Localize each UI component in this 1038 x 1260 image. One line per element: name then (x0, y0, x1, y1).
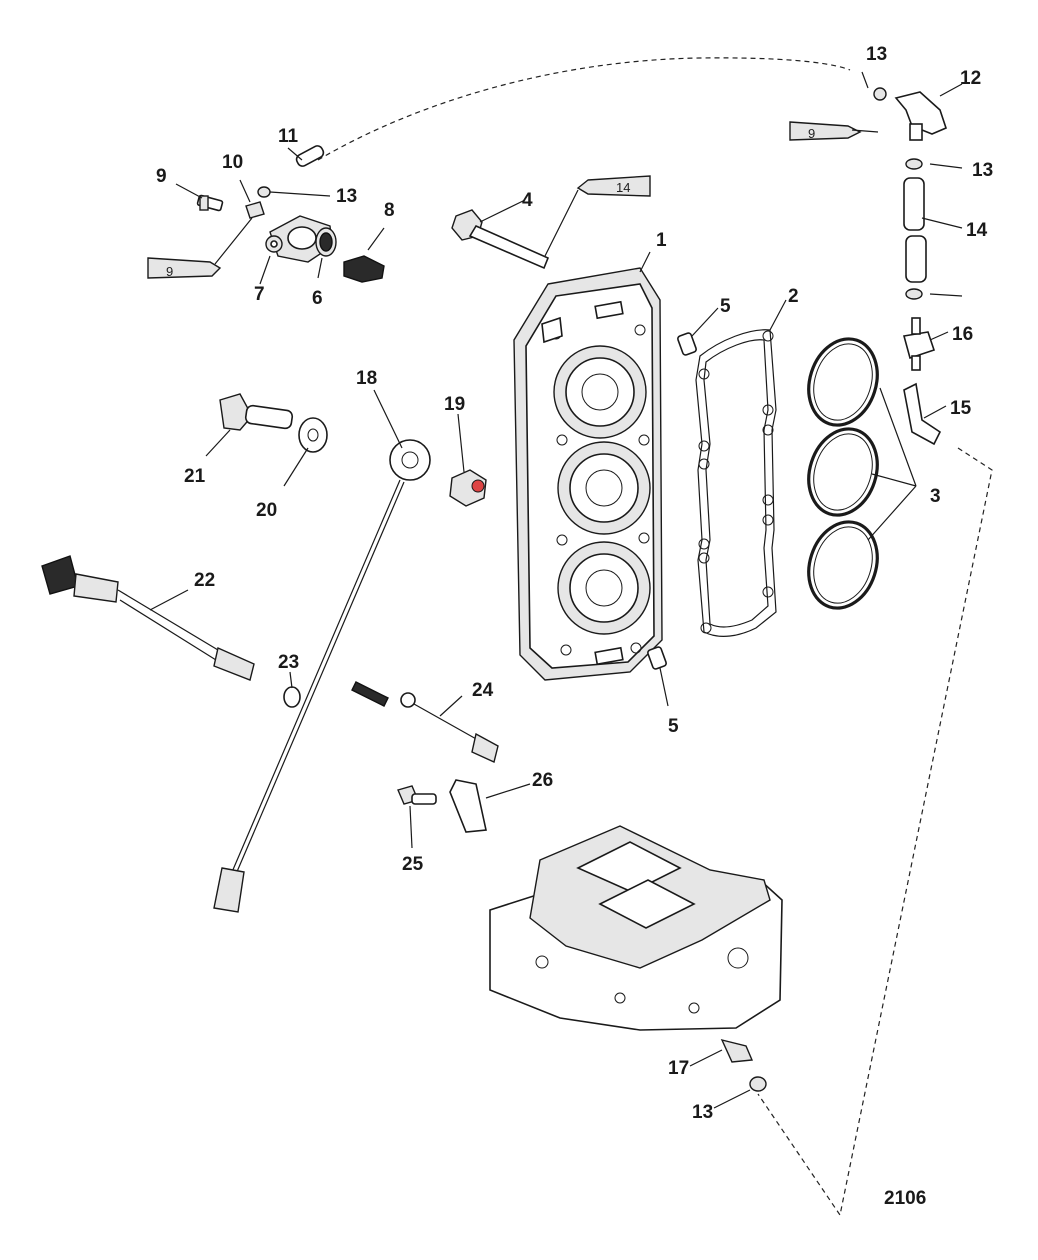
head-gasket (695, 329, 777, 637)
callout-4: 4 (522, 190, 533, 211)
callout-7: 7 (254, 284, 265, 305)
callout-8: 8 (384, 200, 395, 221)
washer-20 (298, 417, 328, 453)
bracket-26 (449, 779, 487, 833)
tube-label-top: 14 (616, 180, 630, 195)
callout-16: 16 (952, 324, 973, 345)
callout-6: 6 (312, 288, 323, 309)
tube-label-right: 9 (808, 126, 815, 141)
knock-sensor-18 (213, 439, 431, 913)
callout-21: 21 (184, 466, 206, 487)
thermostat-housing (265, 215, 333, 263)
callout-13-bottom: 13 (692, 1102, 713, 1123)
callout-3: 3 (930, 486, 941, 507)
screw-9 (196, 194, 224, 212)
temp-sensor-22 (41, 555, 255, 681)
o-rings (807, 337, 879, 610)
clamps-13 (257, 87, 923, 1092)
callout-25: 25 (402, 854, 424, 875)
thermostat (343, 255, 385, 283)
cylinder-head-cover (513, 267, 663, 681)
hose-11 (295, 145, 325, 167)
callout-5a: 5 (720, 296, 731, 317)
tee-fitting-12 (894, 91, 947, 141)
sealant-tube-left: 9 (147, 257, 222, 279)
callout-10: 10 (222, 152, 243, 173)
callout-12: 12 (960, 68, 981, 89)
callout-22: 22 (194, 570, 215, 591)
screw-25 (397, 785, 437, 805)
fitting-17 (720, 1038, 754, 1063)
figure-number: 2106 (884, 1188, 926, 1209)
tee-fitting-16 (902, 317, 936, 371)
sensor-24 (351, 681, 499, 763)
callout-13-top: 13 (866, 44, 887, 65)
fitting-10 (245, 201, 265, 219)
callout-13-left: 13 (336, 186, 357, 207)
tube-label-left: 9 (166, 264, 173, 279)
o-ring-23 (283, 686, 301, 708)
callout-26: 26 (532, 770, 553, 791)
callout-2: 2 (788, 286, 799, 307)
callout-20: 20 (256, 500, 277, 521)
leader-lines (149, 71, 963, 1109)
sealant-tube-right: 9 (789, 121, 862, 141)
hose-routing-line (317, 57, 993, 1217)
powerhead-base (489, 825, 783, 1031)
callout-15: 15 (950, 398, 972, 419)
callout-1: 1 (656, 230, 667, 251)
nut-19 (449, 469, 487, 507)
head-bolt (451, 209, 550, 270)
hose-14 (903, 177, 927, 283)
callout-13-right: 13 (972, 160, 993, 181)
callout-24: 24 (472, 680, 494, 701)
callout-14: 14 (966, 220, 988, 241)
screw-21 (219, 393, 294, 431)
callout-11: 11 (278, 126, 299, 147)
dowel-pins (647, 332, 697, 670)
thermostat-seal (315, 227, 337, 257)
callout-17: 17 (668, 1058, 689, 1079)
callout-9: 9 (156, 166, 167, 187)
callout-labels: 1 2 3 4 5 5 6 7 8 9 10 11 12 13 13 13 13… (156, 44, 993, 1123)
elbow-15 (903, 382, 942, 446)
callout-19: 19 (444, 394, 465, 415)
callout-18: 18 (356, 368, 377, 389)
callout-5b: 5 (668, 716, 679, 737)
sealant-tube-top: 14 (576, 175, 651, 197)
callout-23: 23 (278, 652, 299, 673)
